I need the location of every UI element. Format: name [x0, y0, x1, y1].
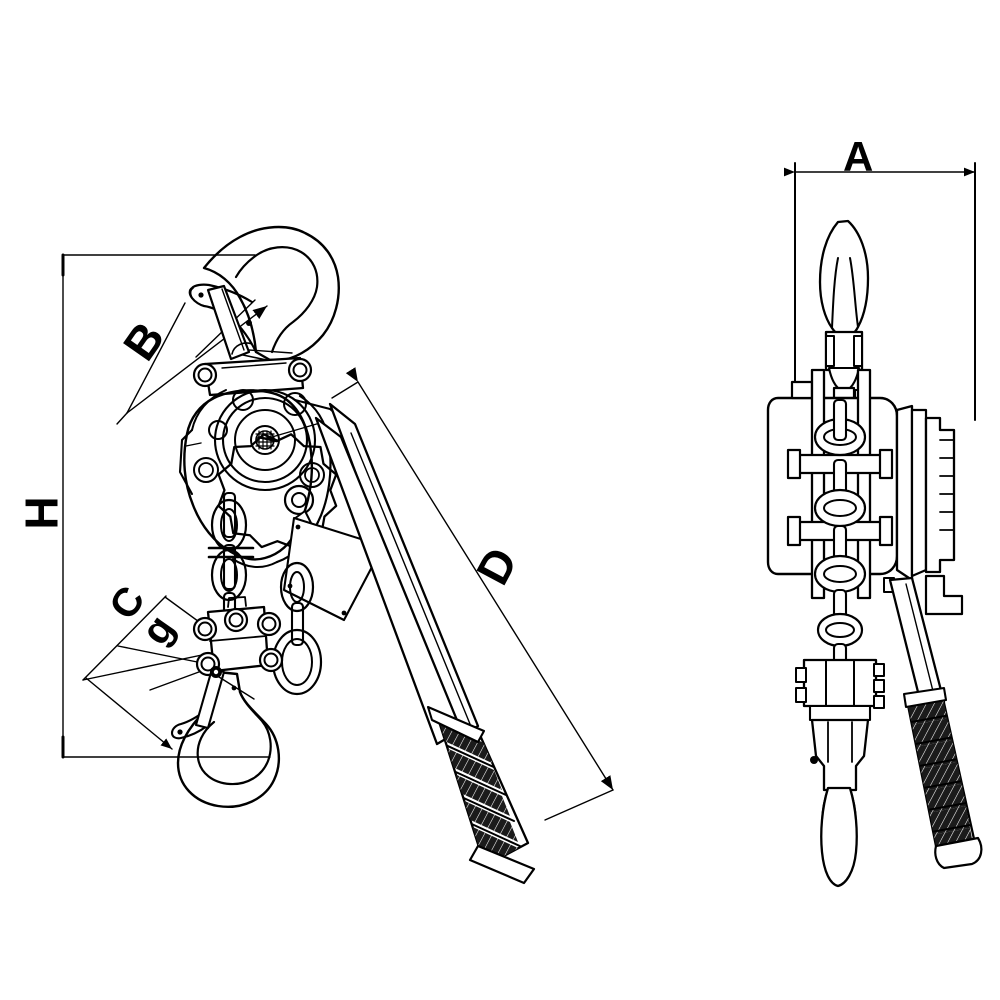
block-bolt	[258, 647, 284, 673]
front-elevation-view	[170, 225, 536, 885]
chain-link	[813, 488, 867, 528]
block-bolt	[223, 607, 249, 633]
dimension-label-A: A	[843, 133, 874, 180]
lever-arm	[314, 402, 480, 746]
dimension-D	[331, 367, 614, 821]
clevis-pin-right	[287, 357, 313, 383]
bottom-hook-block	[192, 596, 284, 677]
block-bolt	[192, 616, 218, 642]
lever-grip	[902, 686, 983, 870]
block-bolt	[256, 611, 282, 637]
chain-link	[813, 554, 867, 594]
dimension-label-H: H	[15, 496, 68, 530]
bottom-hook-latch	[194, 666, 255, 730]
clevis-pin-left	[192, 362, 218, 388]
side-elevation-view	[766, 219, 983, 888]
nameplate	[282, 516, 385, 622]
lever-grip	[426, 705, 536, 885]
bottom-hook	[810, 718, 870, 888]
dimension-H	[61, 253, 271, 759]
hand-wheel	[213, 388, 338, 549]
chain-link	[816, 612, 864, 648]
bottom-hook-block	[795, 658, 885, 722]
chain-link	[222, 543, 237, 591]
chain-link	[290, 601, 305, 647]
chain-link	[222, 491, 237, 539]
top-hook-clevis	[192, 342, 313, 397]
dimension-A	[783, 162, 976, 421]
chain-break-symbol	[207, 546, 255, 559]
